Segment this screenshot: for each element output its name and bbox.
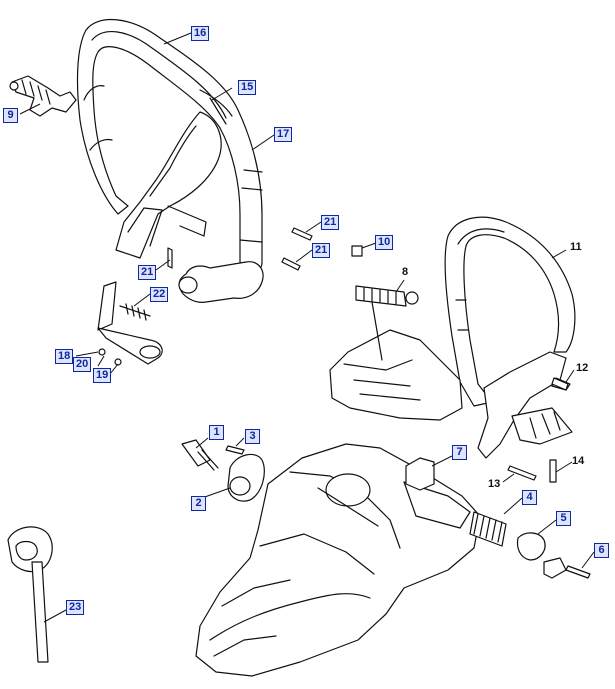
leader-lines [19,32,595,623]
callout-part-11: 11 [570,241,582,253]
callout-part-20: 20 [73,357,92,372]
callout-part-21-a: 21 [321,215,340,230]
screws-21 [167,227,363,271]
callout-part-9: 9 [3,108,18,123]
engine-top [329,285,463,421]
main-housing [195,443,481,677]
callout-part-22: 22 [150,287,169,302]
callout-part-13: 13 [488,478,501,490]
callout-part-5: 5 [556,511,571,526]
callout-part-8: 8 [402,266,409,278]
callout-part-23: 23 [66,600,85,615]
callout-part-21-c: 21 [138,265,157,280]
parts-12-13-14 [507,377,569,483]
combination-wrench [7,526,53,663]
rear-handle [444,216,576,459]
parts-4-5-6 [469,511,591,579]
callout-part-6: 6 [594,543,609,558]
anti-vibration-bracket [97,281,163,366]
callout-part-16: 16 [191,26,210,41]
part-7 [405,457,435,491]
callout-part-12: 12 [576,362,589,374]
callout-part-10: 10 [375,235,394,250]
callout-part-3: 3 [245,429,260,444]
callout-part-19: 19 [93,368,112,383]
callout-part-15: 15 [238,80,257,95]
part-9-clamp [9,75,77,117]
callout-part-2: 2 [191,496,206,511]
callout-part-7: 7 [452,445,467,460]
callout-part-21-b: 21 [312,243,331,258]
callout-part-18: 18 [55,349,74,364]
parts-1-2-3 [181,439,265,502]
callout-part-17: 17 [274,127,293,142]
callout-part-4: 4 [522,490,537,505]
callout-part-1: 1 [209,425,224,440]
callout-part-14: 14 [572,455,585,467]
front-handlebar [76,18,264,303]
